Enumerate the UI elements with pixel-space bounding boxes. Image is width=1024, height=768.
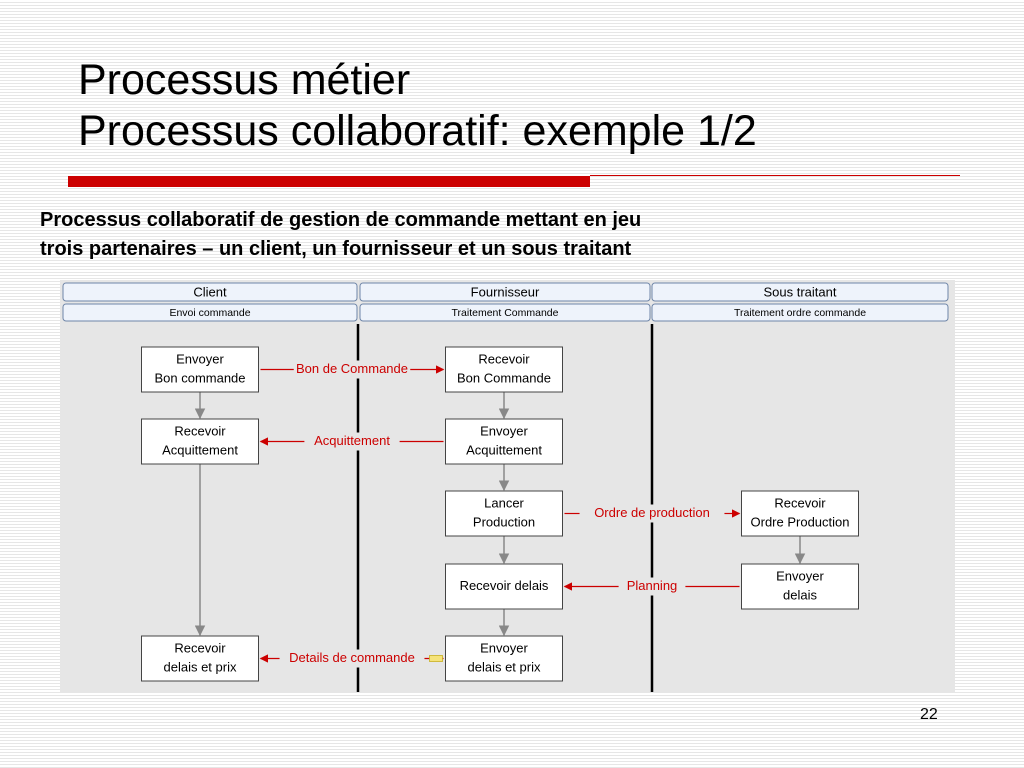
activity-label-recevoir-bon-commande-1: Recevoir: [478, 351, 530, 366]
activity-box-recevoir-delais: [445, 563, 563, 610]
activity-box-envoyer-delais: [741, 563, 859, 610]
message-label-bg-5: [279, 649, 425, 668]
message-label-bg-3: [579, 504, 725, 523]
activity-box-recevoir-delais-prix: [141, 635, 259, 682]
activity-label-envoyer-acquittement-1: Envoyer: [480, 423, 528, 438]
activity-label-recevoir-acquittement-1: Recevoir: [174, 423, 226, 438]
activity-label-envoyer-delais-1: Envoyer: [776, 568, 824, 583]
lane-process-sous-traitant: Traitement ordre commande: [734, 307, 866, 319]
activity-label-envoyer-delais-prix-2: delais et prix: [468, 659, 541, 674]
activity-label-envoyer-delais-prix-1: Envoyer: [480, 640, 528, 655]
activity-label-recevoir-delais-prix-1: Recevoir: [174, 640, 226, 655]
activity-box-envoyer-bon-commande: [141, 346, 259, 393]
lane-header-fournisseur: [359, 282, 651, 302]
activity-box-recevoir-acquittement: [141, 418, 259, 465]
lane-name-fournisseur: Fournisseur: [471, 284, 540, 299]
subtitle-line-2: trois partenaires – un client, un fourni…: [40, 238, 632, 260]
activity-box-recevoir-ordre-production: [741, 490, 859, 537]
activity-label-envoyer-bon-commande-1: Envoyer: [176, 351, 224, 366]
title-line-1: Processus métier: [78, 56, 411, 104]
message-label-2: Acquittement: [314, 433, 390, 448]
lane-process-header-fournisseur: [359, 303, 651, 322]
page-number: 22: [920, 706, 938, 723]
activity-label-recevoir-delais: Recevoir delais: [460, 578, 549, 593]
lane-process-client: Envoi commande: [169, 307, 250, 319]
lane-header-client: [62, 282, 358, 302]
lane-process-fournisseur: Traitement Commande: [452, 307, 559, 319]
message-label-bg-1: [293, 360, 411, 379]
message-label-3: Ordre de production: [594, 505, 710, 520]
activity-box-lancer-production: [445, 490, 563, 537]
slide-subtitle: Processus collaboratif de gestion de com…: [40, 206, 960, 264]
activity-label-envoyer-delais-2: delais: [783, 587, 817, 602]
activity-label-envoyer-acquittement-2: Acquittement: [466, 442, 542, 457]
message-label-1: Bon de Commande: [296, 361, 408, 376]
activity-label-recevoir-ordre-production-1: Recevoir: [774, 495, 826, 510]
slide-title: Processus métier Processus collaboratif:…: [78, 55, 757, 157]
lane-name-client: Client: [193, 284, 227, 299]
message-label-5: Details de commande: [289, 650, 415, 665]
activity-label-recevoir-bon-commande-2: Bon Commande: [457, 370, 551, 385]
activity-label-lancer-production-2: Production: [473, 514, 535, 529]
lane-process-header-client: [62, 303, 358, 322]
message-label-4: Planning: [627, 578, 678, 593]
subtitle-line-1: Processus collaboratif de gestion de com…: [40, 209, 642, 231]
activity-box-envoyer-delais-prix: [445, 635, 563, 682]
selection-marker: [429, 655, 443, 662]
lane-process-header-sous-traitant: [651, 303, 949, 322]
lane-header-sous-traitant: [651, 282, 949, 302]
activity-box-recevoir-bon-commande: [445, 346, 563, 393]
activity-label-recevoir-delais-prix-2: delais et prix: [164, 659, 237, 674]
activity-label-recevoir-ordre-production-2: Ordre Production: [751, 514, 850, 529]
title-underline-thin: [590, 175, 960, 176]
message-label-bg-2: [304, 432, 400, 451]
message-label-bg-4: [618, 577, 686, 596]
activity-box-envoyer-acquittement: [445, 418, 563, 465]
title-line-2: Processus collaboratif: exemple 1/2: [78, 107, 757, 155]
activity-label-lancer-production-1: Lancer: [484, 495, 524, 510]
title-underline-bar: [68, 176, 590, 187]
activity-label-recevoir-acquittement-2: Acquittement: [162, 442, 238, 457]
activity-label-envoyer-bon-commande-2: Bon commande: [154, 370, 245, 385]
lane-name-sous-traitant: Sous traitant: [764, 284, 837, 299]
